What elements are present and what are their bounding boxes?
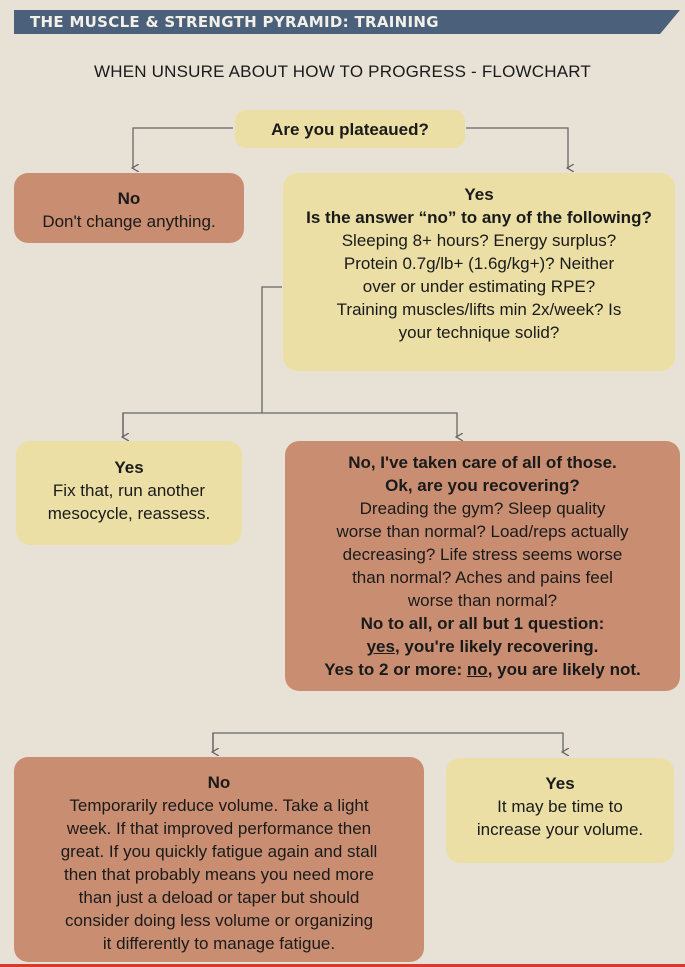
bottom-strip <box>0 964 685 967</box>
flowchart-title: WHEN UNSURE ABOUT HOW TO PROGRESS - FLOW… <box>93 62 591 81</box>
recovering-line: increase your volume. <box>476 820 644 839</box>
recovery-heading: No, I've taken care of all of those. <box>348 453 617 472</box>
recovery-line: than normal? Aches and pains feel <box>352 568 613 587</box>
connector-split-1 <box>122 412 457 437</box>
question-plateaued-box: Are you plateaued? <box>235 110 465 148</box>
not-recovering-box: No Temporarily reduce volume. Take a lig… <box>14 757 424 962</box>
not-plateaued-box: No Don't change anything. <box>14 173 244 243</box>
not-recovering-line: great. If you quickly fatigue again and … <box>60 842 378 861</box>
rule-1-label: No to all, or all but 1 question: <box>360 614 605 633</box>
not-recovering-line: consider doing less volume or organizing <box>64 911 374 930</box>
rule-1-yes: yes <box>366 637 395 656</box>
fix-that-box: Yes Fix that, run another mesocycle, rea… <box>16 441 242 545</box>
plateaued-checklist-box: Yes Is the answer “no” to any of the fol… <box>283 173 675 371</box>
not-recovering-line: Temporarily reduce volume. Take a light <box>69 796 369 815</box>
checklist-line: Sleeping 8+ hours? Energy surplus? <box>341 231 617 250</box>
rule-1-rest: , you're likely recovering. <box>394 637 599 656</box>
rule-2-rest: , you are likely not. <box>487 660 641 679</box>
not-plateaued-heading: No <box>117 189 141 208</box>
question-plateaued: Are you plateaued? <box>271 120 429 139</box>
recovery-line: decreasing? Life stress seems worse <box>342 545 623 564</box>
not-recovering-line: than just a deload or taper but should <box>78 888 360 907</box>
recovery-check-box: No, I've taken care of all of those. Ok,… <box>285 441 680 691</box>
checklist-line: Protein 0.7g/lb+ (1.6g/kg+)? Neither <box>343 254 615 273</box>
checklist-line: your technique solid? <box>398 323 560 342</box>
connector-to-yes <box>466 127 568 168</box>
recovery-line: worse than normal? Load/reps actually <box>336 522 629 541</box>
plateaued-question: Is the answer “no” to any of the followi… <box>306 208 652 227</box>
recovery-line: worse than normal? <box>407 591 558 610</box>
header-banner: THE MUSCLE & STRENGTH PYRAMID: TRAINING <box>14 10 680 34</box>
rule-2: Yes to 2 or more: no, you are likely not… <box>285 658 680 681</box>
recovering-box: Yes It may be time to increase your volu… <box>446 758 674 863</box>
plateaued-heading: Yes <box>464 185 494 204</box>
not-recovering-line: then that probably means you need more <box>64 865 374 884</box>
recovery-line: Dreading the gym? Sleep quality <box>359 499 606 518</box>
connector-from-checklist <box>261 286 282 413</box>
connector-to-no <box>133 127 233 168</box>
rule-2-no: no <box>466 660 488 679</box>
fix-that-line: Fix that, run another <box>52 481 206 500</box>
recovering-line: It may be time to <box>497 797 623 816</box>
connector-split-2 <box>212 732 563 752</box>
checklist-line: Training muscles/lifts min 2x/week? Is <box>336 300 622 319</box>
not-recovering-line: it differently to manage fatigue. <box>102 934 336 953</box>
rule-2-pre: Yes to 2 or more: <box>324 660 467 679</box>
recovering-heading: Yes <box>545 774 575 793</box>
not-recovering-line: week. If that improved performance then <box>66 819 372 838</box>
fix-that-line: mesocycle, reassess. <box>47 504 211 523</box>
fix-that-heading: Yes <box>114 458 144 477</box>
checklist-line: over or under estimating RPE? <box>362 277 596 296</box>
not-plateaued-text: Don't change anything. <box>42 212 216 231</box>
recovery-question: Ok, are you recovering? <box>385 476 580 495</box>
banner-text: THE MUSCLE & STRENGTH PYRAMID: TRAINING <box>30 13 439 31</box>
rule-1: yes, you're likely recovering. <box>285 635 680 658</box>
not-recovering-heading: No <box>207 773 231 792</box>
